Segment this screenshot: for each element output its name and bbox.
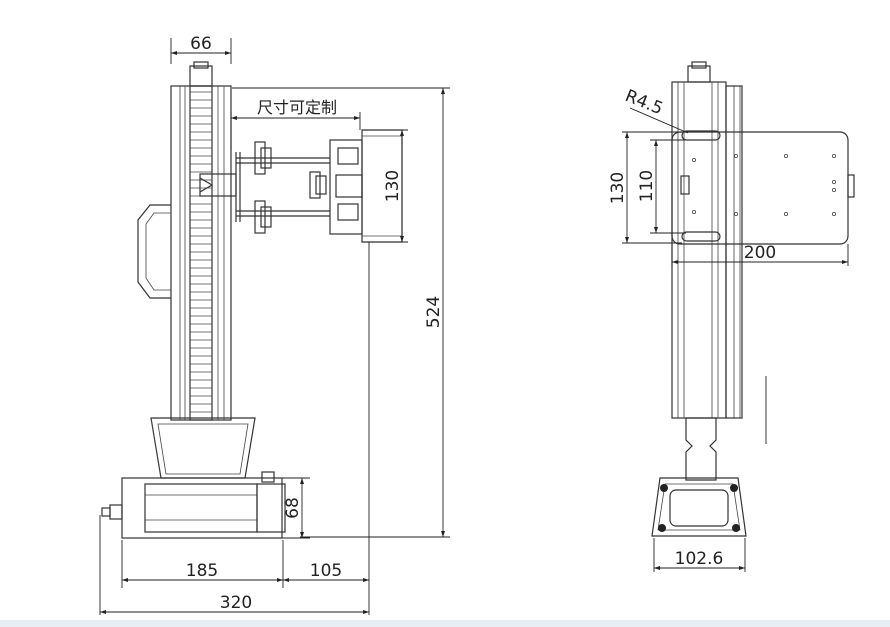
dim-plate-slot-height: 110 bbox=[637, 170, 657, 202]
dim-base-length: 185 bbox=[186, 561, 218, 581]
dim-custom-size: 尺寸可定制 bbox=[257, 98, 337, 117]
dim-total-height: 524 bbox=[424, 296, 444, 328]
rack-teeth bbox=[190, 91, 212, 413]
front-view: R4.5 130 110 200 bbox=[608, 61, 855, 572]
bottom-strip bbox=[0, 620, 890, 627]
dim-plate-outer-height: 130 bbox=[608, 172, 628, 204]
dim-top-width: 66 bbox=[190, 34, 212, 54]
dim-overall-length: 320 bbox=[220, 593, 252, 613]
dim-foot-width: 102.6 bbox=[675, 549, 724, 569]
side-view: 66 bbox=[99, 34, 450, 615]
plate-holes bbox=[692, 153, 837, 216]
dim-plate-width: 200 bbox=[744, 243, 776, 263]
dim-base-height: 68 bbox=[283, 497, 303, 519]
dim-base-offset: 105 bbox=[310, 561, 342, 581]
dim-head-height: 130 bbox=[383, 170, 403, 202]
